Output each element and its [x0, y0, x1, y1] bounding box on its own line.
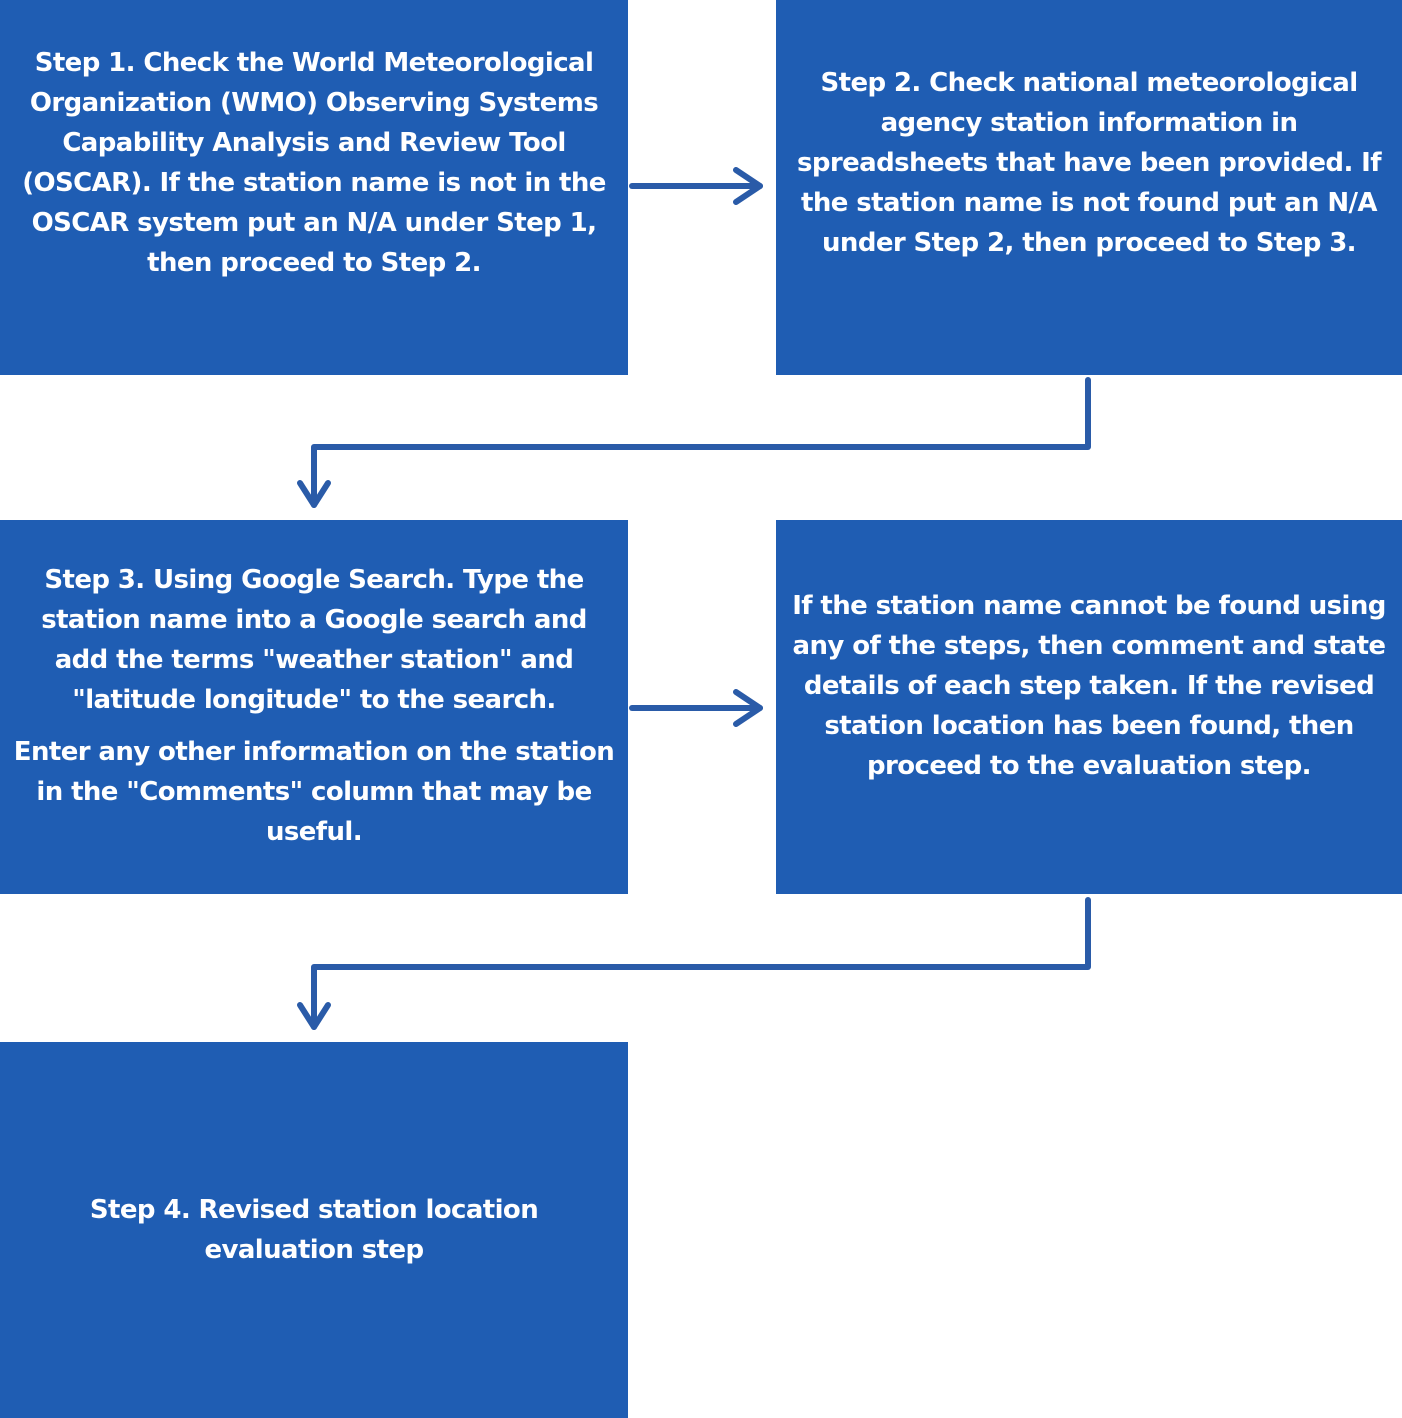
- arrow-step2-to-step3: [311, 377, 1091, 508]
- step-3-box: Step 3. Using Google Search. Type the st…: [0, 520, 628, 894]
- not-found-box: If the station name cannot be found usin…: [776, 520, 1402, 894]
- step-1-box: Step 1. Check the World Meteorological O…: [0, 0, 628, 375]
- not-found-text: If the station name cannot be found usin…: [792, 591, 1386, 781]
- arrowhead-step2-to-step3: [297, 480, 331, 508]
- arrow-not-found-to-step4: [311, 897, 1091, 1030]
- step-3-note: Enter any other information on the stati…: [13, 737, 615, 847]
- arrowhead-step3-to-not-found: [733, 689, 763, 727]
- step-2-text: Step 2. Check national meteorological ag…: [797, 68, 1382, 258]
- arrowhead-step1-to-step2: [733, 167, 763, 205]
- arrowhead-not-found-to-step4: [297, 1002, 331, 1030]
- step-2-box: Step 2. Check national meteorological ag…: [776, 0, 1402, 375]
- step-4-text: Step 4. Revised station location evaluat…: [89, 1195, 539, 1265]
- step-4-box: Step 4. Revised station location evaluat…: [0, 1042, 628, 1418]
- step-1-text: Step 1. Check the World Meteorological O…: [22, 48, 606, 278]
- step-3-text: Step 3. Using Google Search. Type the st…: [41, 565, 587, 715]
